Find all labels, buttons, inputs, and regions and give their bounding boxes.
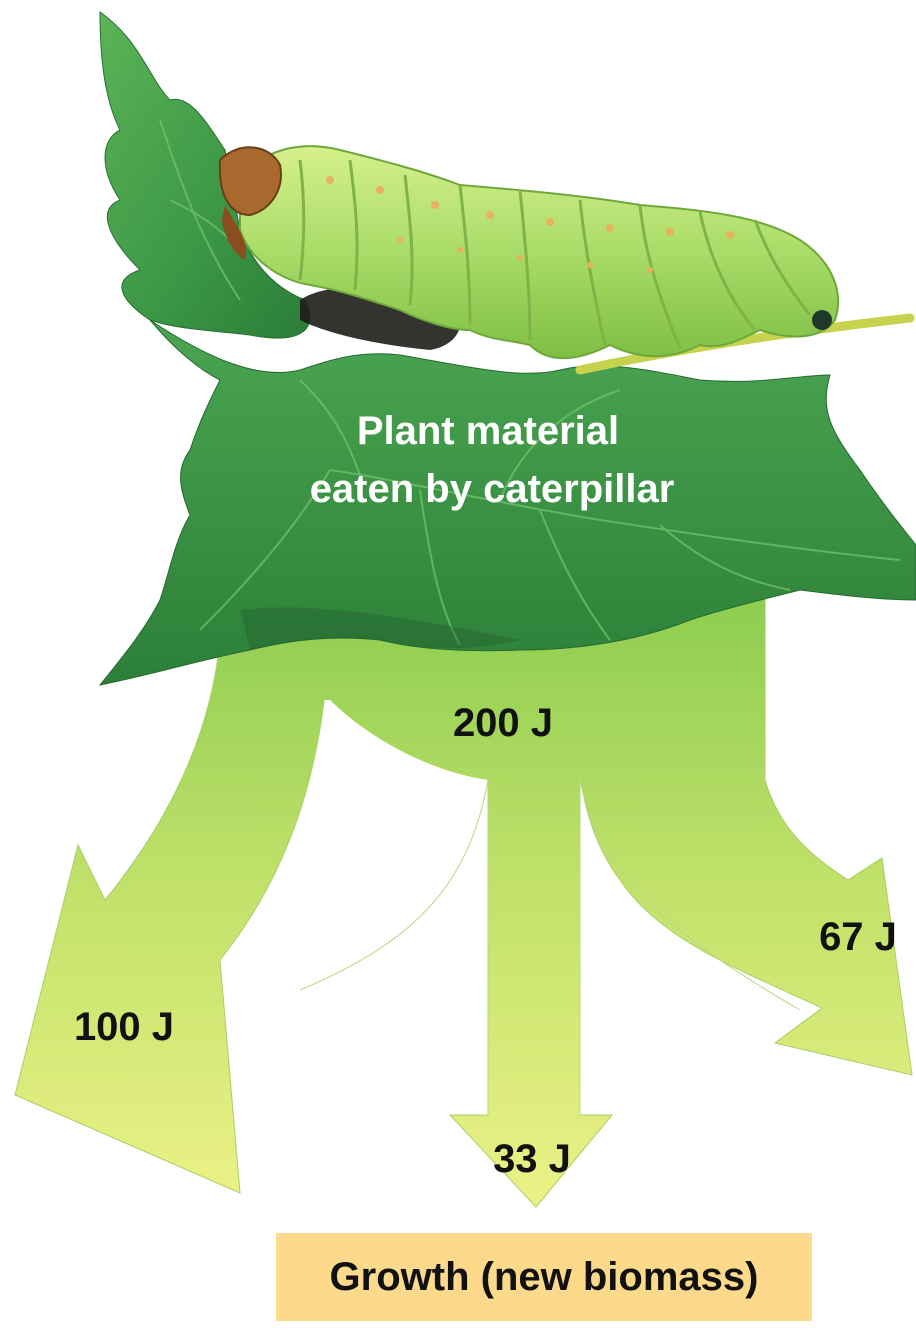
left-output-label: 100 J [74, 1005, 174, 1049]
growth-label: Growth (new biomass) [276, 1233, 812, 1321]
leaf-illustration [100, 12, 916, 685]
source-label-line1: Plant material [357, 409, 619, 453]
input-energy-label: 200 J [453, 701, 553, 745]
caterpillar-illustration [220, 146, 910, 370]
right-output-label: 67 J [819, 915, 897, 959]
middle-output-label: 33 J [493, 1137, 571, 1181]
source-label-line2: eaten by caterpillar [310, 467, 675, 511]
